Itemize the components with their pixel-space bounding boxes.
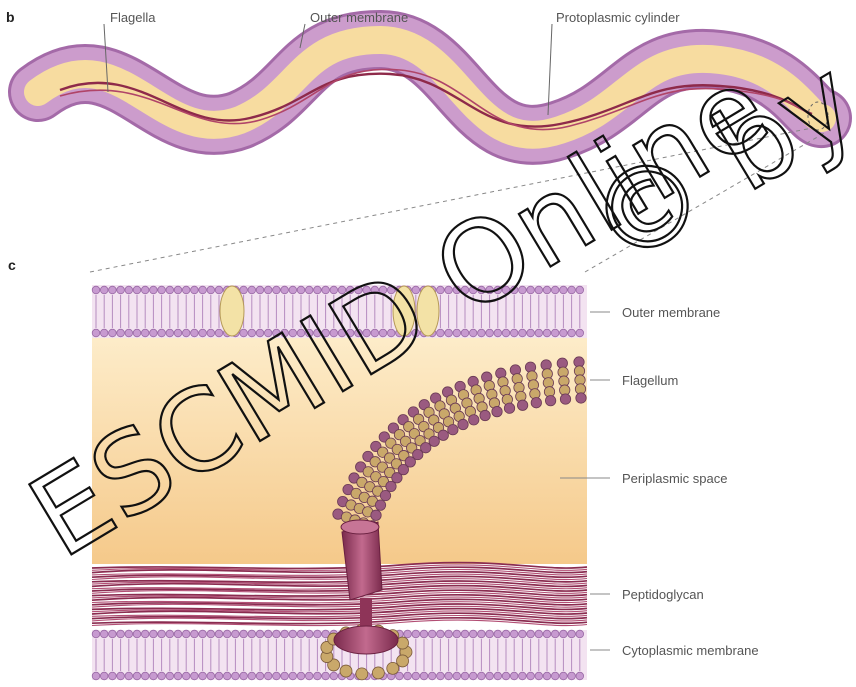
label-flagella: Flagella [110,10,156,25]
label-outer-membrane-b: Outer membrane [310,10,408,25]
panel-b-letter: b [6,9,15,25]
label-cytoplasmic-membrane: Cytoplasmic membrane [622,643,759,658]
porin [220,286,244,336]
panel-c-letter: c [8,257,16,273]
peptidoglycan-layer [92,563,587,626]
label-peptidoglycan: Peptidoglycan [622,587,704,602]
label-protoplasmic-cylinder: Protoplasmic cylinder [556,10,680,25]
label-periplasmic-space: Periplasmic space [622,471,728,486]
label-outer-membrane-c: Outer membrane [622,305,720,320]
label-flagellum: Flagellum [622,373,678,388]
